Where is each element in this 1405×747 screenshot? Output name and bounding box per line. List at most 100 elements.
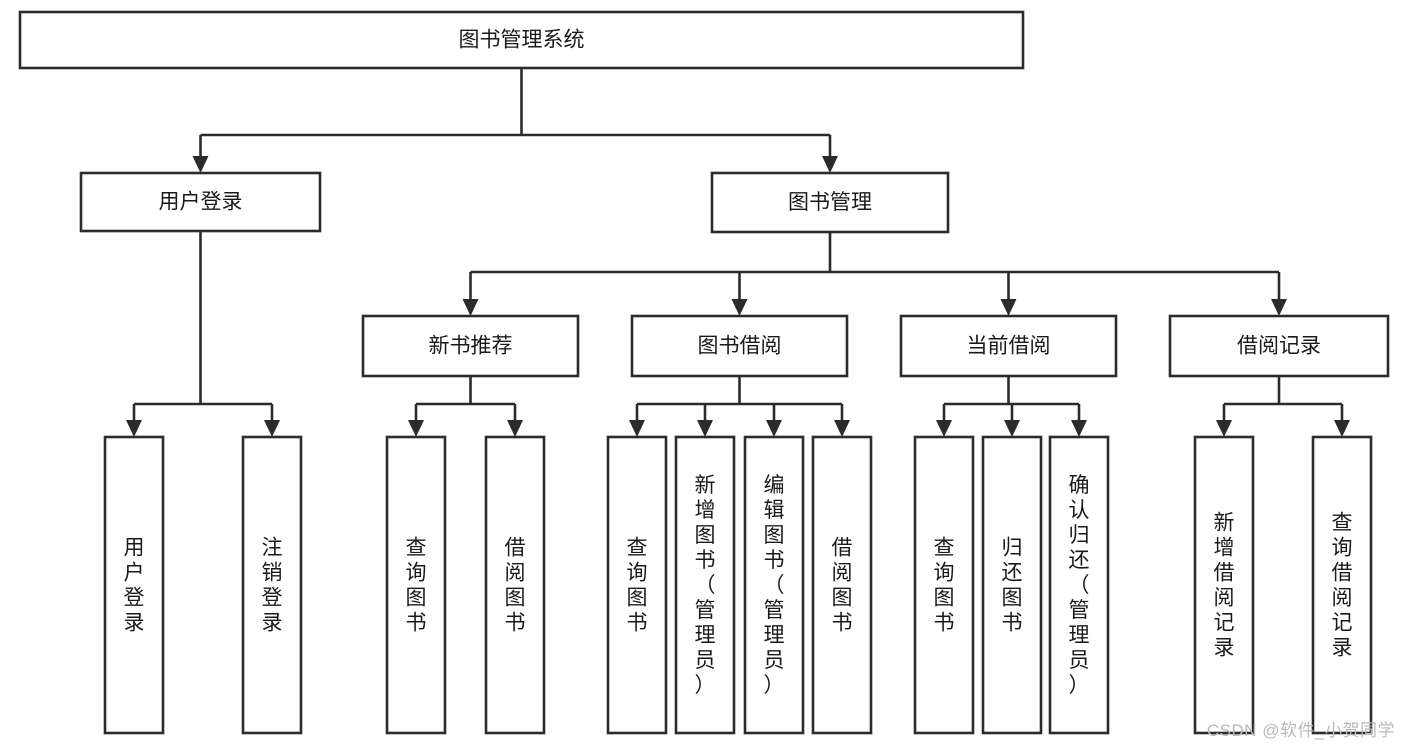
node-label-char: 员	[764, 649, 785, 672]
node-label-char: 理	[1069, 624, 1090, 647]
node-label-char: 录	[1332, 637, 1353, 660]
arrow-head-icon	[629, 420, 645, 437]
node-label-char: 书	[406, 612, 427, 635]
node-label-char: 新	[695, 474, 716, 497]
node-box	[1168, 314, 1390, 378]
node-label-char: 录	[124, 612, 145, 635]
arrow-head-icon	[766, 420, 782, 437]
node-box	[606, 435, 668, 735]
node-box	[1048, 435, 1110, 735]
node-label-char: 图	[832, 587, 853, 610]
node-label-char: 书	[1002, 612, 1023, 635]
node-box	[18, 10, 1025, 70]
node-label-char: 图	[505, 587, 526, 610]
node-label-char: 询	[627, 562, 648, 585]
node-box	[361, 314, 580, 378]
node-label-char: 记	[1214, 612, 1235, 635]
node-leaf-user-login[interactable]: 用户登录	[103, 435, 165, 735]
node-label: 借阅记录	[1237, 335, 1321, 358]
node-label-char: 阅	[832, 562, 853, 585]
node-label-char: 记	[1332, 612, 1353, 635]
node-label-char: 阅	[1332, 587, 1353, 610]
node-new-book-recommend[interactable]: 新书推荐	[361, 314, 580, 378]
arrow-head-icon	[834, 420, 850, 437]
node-box	[1311, 435, 1373, 735]
node-user-login[interactable]: 用户登录	[79, 171, 322, 233]
arrow-head-icon	[1334, 420, 1350, 437]
node-label: 图书管理系统	[459, 29, 585, 52]
node-label-char: 管	[1069, 599, 1090, 622]
node-label-char: 辑	[764, 499, 785, 522]
node-label-char: 理	[695, 624, 716, 647]
node-label: 图书管理	[788, 191, 872, 214]
node-label-char: 登	[262, 587, 283, 610]
node-book-borrow[interactable]: 图书借阅	[630, 314, 849, 378]
node-label-char: ）	[695, 674, 716, 697]
node-box	[981, 435, 1043, 735]
node-label-char: 书	[695, 549, 716, 572]
node-label-char: 增	[695, 499, 716, 522]
node-label-char: 书	[934, 612, 955, 635]
node-label-char: 图	[627, 587, 648, 610]
node-label-char: 录	[262, 612, 283, 635]
node-book-manage[interactable]: 图书管理	[710, 171, 950, 234]
arrow-head-icon	[1004, 420, 1020, 437]
node-box	[710, 171, 950, 234]
node-label-char: 图	[406, 587, 427, 610]
node-label-char: 阅	[1214, 587, 1235, 610]
arrow-head-icon	[1271, 299, 1287, 316]
node-box	[1193, 435, 1255, 735]
node-label-char: 增	[1214, 537, 1235, 560]
node-label-char: 登	[124, 587, 145, 610]
node-label: 图书借阅	[698, 335, 782, 358]
node-label-char: 归	[1002, 537, 1023, 560]
node-box	[103, 435, 165, 735]
node-root[interactable]: 图书管理系统	[18, 10, 1025, 70]
node-label-char: ）	[764, 674, 785, 697]
node-borrow-record[interactable]: 借阅记录	[1168, 314, 1390, 378]
node-label-char: 图	[934, 587, 955, 610]
node-box	[743, 435, 805, 735]
node-label-char: 员	[1069, 649, 1090, 672]
arrow-head-icon	[507, 420, 523, 437]
node-label-char: 管	[764, 599, 785, 622]
node-label-char: 认	[1069, 499, 1090, 522]
node-label-char: 书	[627, 612, 648, 635]
node-box	[913, 435, 975, 735]
arrow-head-icon	[462, 299, 479, 316]
node-label-char: 书	[505, 612, 526, 635]
node-label-char: 管	[695, 599, 716, 622]
node-box	[79, 171, 322, 233]
csdn-watermark: CSDN @软件_小贺同学	[1206, 721, 1395, 740]
node-box	[241, 435, 303, 735]
node-label-char: 询	[1332, 537, 1353, 560]
node-label-char: 理	[764, 624, 785, 647]
node-box	[630, 314, 849, 378]
node-label-char: 用	[124, 537, 145, 560]
node-box	[674, 435, 736, 735]
arrow-head-icon	[1216, 420, 1232, 437]
node-label-char: （	[764, 574, 785, 597]
node-label-char: 员	[695, 649, 716, 672]
arrow-head-icon	[126, 420, 142, 437]
node-label-char: 查	[1332, 512, 1353, 535]
node-label-char: 还	[1069, 549, 1090, 572]
node-label-char: ）	[1069, 674, 1090, 697]
arrow-head-icon	[1071, 420, 1087, 437]
node-current-borrow[interactable]: 当前借阅	[899, 314, 1118, 378]
node-label-char: 询	[934, 562, 955, 585]
